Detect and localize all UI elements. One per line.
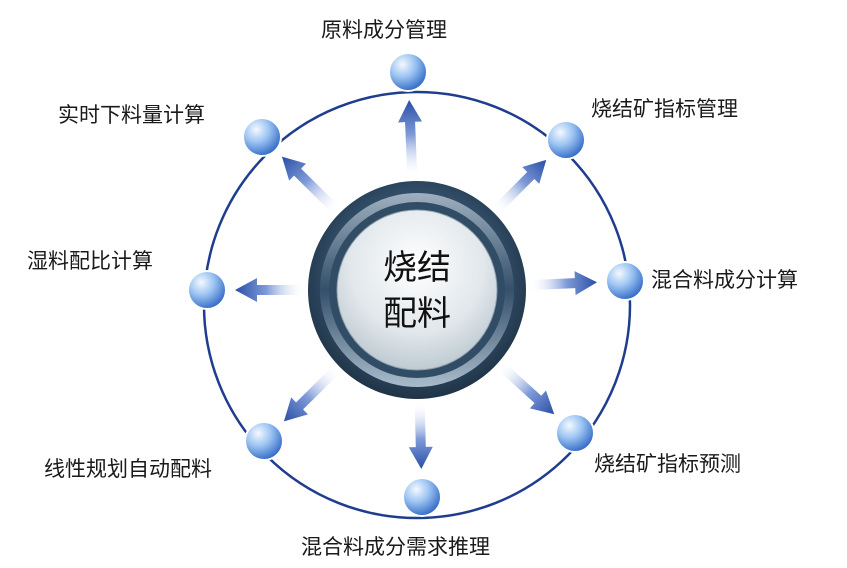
node-top-right [546,120,586,160]
node-top-left [242,117,282,157]
arrow-top-right [492,159,547,215]
node-left [187,270,227,310]
arrow-left [235,278,305,302]
arrow-bottom [408,401,433,470]
node-right [605,261,645,301]
center-title-line2: 配料 [383,294,451,334]
center-title-line1: 烧结 [383,248,451,288]
node-top [388,52,428,92]
module-label-sinter-index-prediction: 烧结矿指标预测 [594,452,741,476]
node-bottom-right [555,413,595,453]
module-label-wet-material-ratio: 湿料配比计算 [27,249,153,273]
nodes-group [187,52,645,517]
module-label-realtime-feed-calculation: 实时下料量计算 [58,103,205,127]
arrow-bottom-left [283,365,341,422]
arrow-right [528,271,598,296]
node-bottom [402,477,442,517]
center-hub [308,181,526,399]
node-bottom-left [244,421,284,461]
arrows-group [235,99,598,470]
arrow-top-left [281,156,341,215]
module-label-raw-material-management: 原料成分管理 [321,18,447,42]
module-label-mix-requirement-reasoning: 混合料成分需求推理 [301,535,490,559]
arrow-bottom-right [496,361,555,415]
module-label-sinter-index-management: 烧结矿指标管理 [591,97,738,121]
arrow-top [398,99,423,179]
module-label-mix-composition-calculation: 混合料成分计算 [651,268,798,292]
module-label-linear-programming-batching: 线性规划自动配料 [44,457,212,481]
